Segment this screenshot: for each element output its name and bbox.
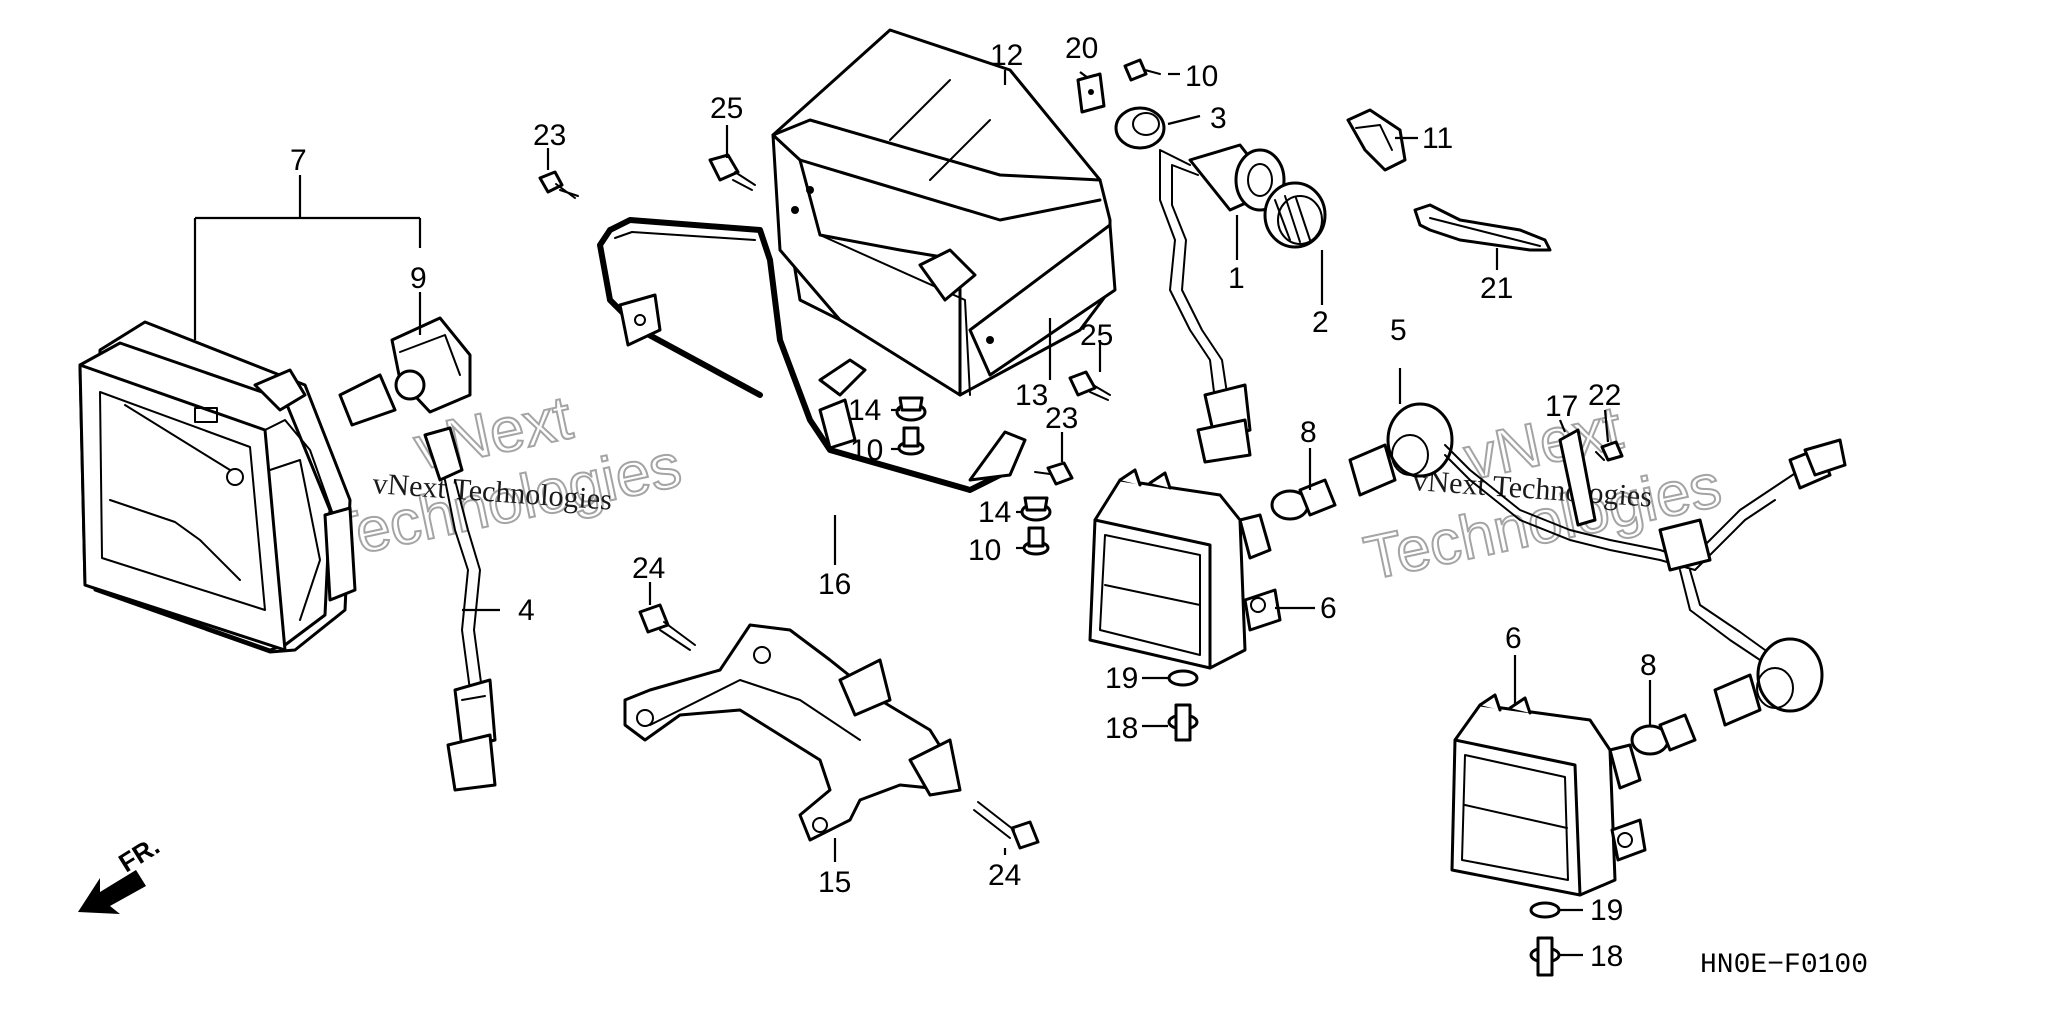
callout-2: 2 [1312,306,1329,339]
callout-22: 22 [1588,379,1621,412]
washer-19-lower [1529,901,1561,919]
callout-20: 20 [1065,32,1098,65]
callout-23-upper: 23 [533,119,566,152]
callout-6-middle: 6 [1320,592,1337,625]
callout-7: 7 [290,144,307,177]
bolt-25-right [1068,370,1111,401]
callout-8-middle: 8 [1300,416,1317,449]
clip-20 [1076,72,1106,114]
leader-lines [193,70,1652,957]
grommet-14-upper [895,396,927,422]
bolt-24-left [638,603,696,651]
callout-12: 12 [990,39,1023,72]
bolt-23-upper [538,170,579,199]
callout-21: 21 [1480,272,1513,305]
screw-18-middle [1167,703,1199,742]
callout-1: 1 [1228,262,1245,295]
callout-10-lower: 10 [968,534,1001,567]
headlight-assembly [78,320,357,654]
front-direction-arrow: FR. [78,830,165,914]
callout-6-lower: 6 [1505,622,1522,655]
headlight-guard [597,217,1027,493]
callout-10-upper: 10 [850,434,883,467]
callout-19-lower: 19 [1590,894,1623,927]
callout-14-upper: 14 [848,394,881,427]
watermark: Technologies vNext Technologies vNext vN… [318,382,1728,594]
fog-light-harness [1348,402,1847,661]
headlight-cover [771,28,1117,397]
clamp-11 [1346,108,1407,172]
fog-light-lower [1450,693,1647,897]
socket-cap [1263,181,1327,249]
callout-25-upper: 25 [710,92,743,125]
callout-13: 13 [1015,379,1048,412]
bulb-8-middle [1270,478,1337,521]
bolt-25-upper [708,153,756,191]
bolt-10-lower [1022,526,1050,556]
diagram-code: HN0E−F0100 [1700,950,1868,981]
callout-8-lower: 8 [1640,649,1657,682]
bolt-23-middle [1034,461,1074,486]
screw-10-top [1123,58,1161,82]
front-label: FR. [113,830,164,878]
callout-4: 4 [518,594,535,627]
callout-16: 16 [818,568,851,601]
callout-24-left: 24 [632,552,665,585]
callout-10-top: 10 [1185,60,1218,93]
socket-lower [1713,637,1824,727]
callout-3: 3 [1210,102,1227,135]
headlight-bracket [623,623,962,842]
screw-18-lower [1529,936,1561,977]
accessory-socket [1159,143,1286,464]
clip-band-21 [1413,203,1552,252]
callout-18-middle: 18 [1105,712,1138,745]
washer-19-middle [1167,669,1199,687]
headlight-wire-harness [423,426,497,792]
callout-5: 5 [1390,314,1407,347]
fasteners [538,58,1624,977]
callout-18-lower: 18 [1590,940,1623,973]
bulb-8-lower [1630,713,1697,756]
nut-3 [1114,106,1166,150]
callout-23-middle: 23 [1045,402,1078,435]
callout-19-middle: 19 [1105,662,1138,695]
screw-22 [1595,440,1624,462]
grommet-14-lower [1020,496,1052,522]
callout-15: 15 [818,866,851,899]
callout-25-right: 25 [1080,319,1113,352]
headlight-bulb [338,316,472,427]
callout-9: 9 [410,262,427,295]
fog-light-middle [1088,468,1282,670]
bolt-10-upper [897,426,925,456]
callout-numbers: 7 9 4 23 25 12 20 10 3 11 1 2 21 25 13 1… [290,32,1657,973]
callout-24-lower: 24 [988,859,1021,892]
callout-14-lower: 14 [978,496,1011,529]
callout-11: 11 [1422,122,1453,155]
bolt-24-lower [973,801,1040,850]
callout-17: 17 [1545,390,1578,423]
